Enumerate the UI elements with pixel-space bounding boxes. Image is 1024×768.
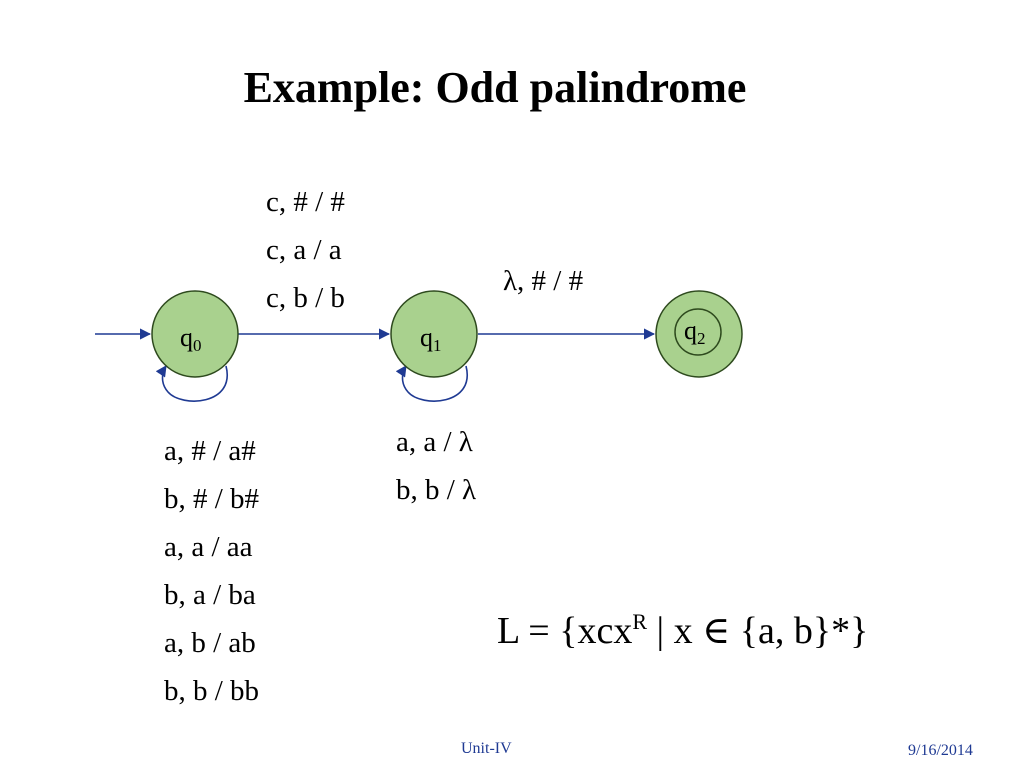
loop-q1 <box>395 365 469 402</box>
state-q1-label: q1 <box>420 323 442 355</box>
state-q2 <box>655 290 743 378</box>
slide-title: Example: Odd palindrome <box>243 63 747 112</box>
transition-rule: c, a / a <box>266 234 342 266</box>
state-q0 <box>151 290 239 378</box>
transition-rule: b, b / λ <box>396 474 477 506</box>
transition-label-q0-q1: c, # / # c, a / a c, b / b <box>266 178 345 322</box>
transition-rule: c, b / b <box>266 282 345 314</box>
state-q0-label: q0 <box>180 323 202 355</box>
transition-rule: a, a / aa <box>164 531 253 563</box>
loop-q0 <box>155 365 229 402</box>
transition-label-q0-loop: a, # / a# b, # / b# a, a / aa b, a / ba … <box>164 427 259 715</box>
transition-rule: a, b / ab <box>164 627 256 659</box>
language-definition: L = {xcxR | x ∈ {a, b}*} <box>497 609 869 652</box>
transition-label-q1-loop: a, a / λ b, b / λ <box>396 418 476 514</box>
transition-rule: b, b / bb <box>164 675 260 707</box>
footer-date: 9/16/2014 <box>908 742 973 759</box>
state-q2-label: q2 <box>684 316 706 348</box>
transition-rule: b, # / b# <box>164 483 260 515</box>
state-q2-accept-ring <box>674 308 722 356</box>
transition-rule: b, a / ba <box>164 579 256 611</box>
footer-unit: Unit-IV <box>461 740 512 757</box>
transition-rule: c, # / # <box>266 186 345 218</box>
state-q1 <box>390 290 478 378</box>
transition-label-q1-q2: λ, # / # <box>503 257 583 305</box>
transition-rule: a, # / a# <box>164 435 256 467</box>
transition-rule: a, a / λ <box>396 426 473 458</box>
transition-rule: λ, # / # <box>503 265 584 297</box>
